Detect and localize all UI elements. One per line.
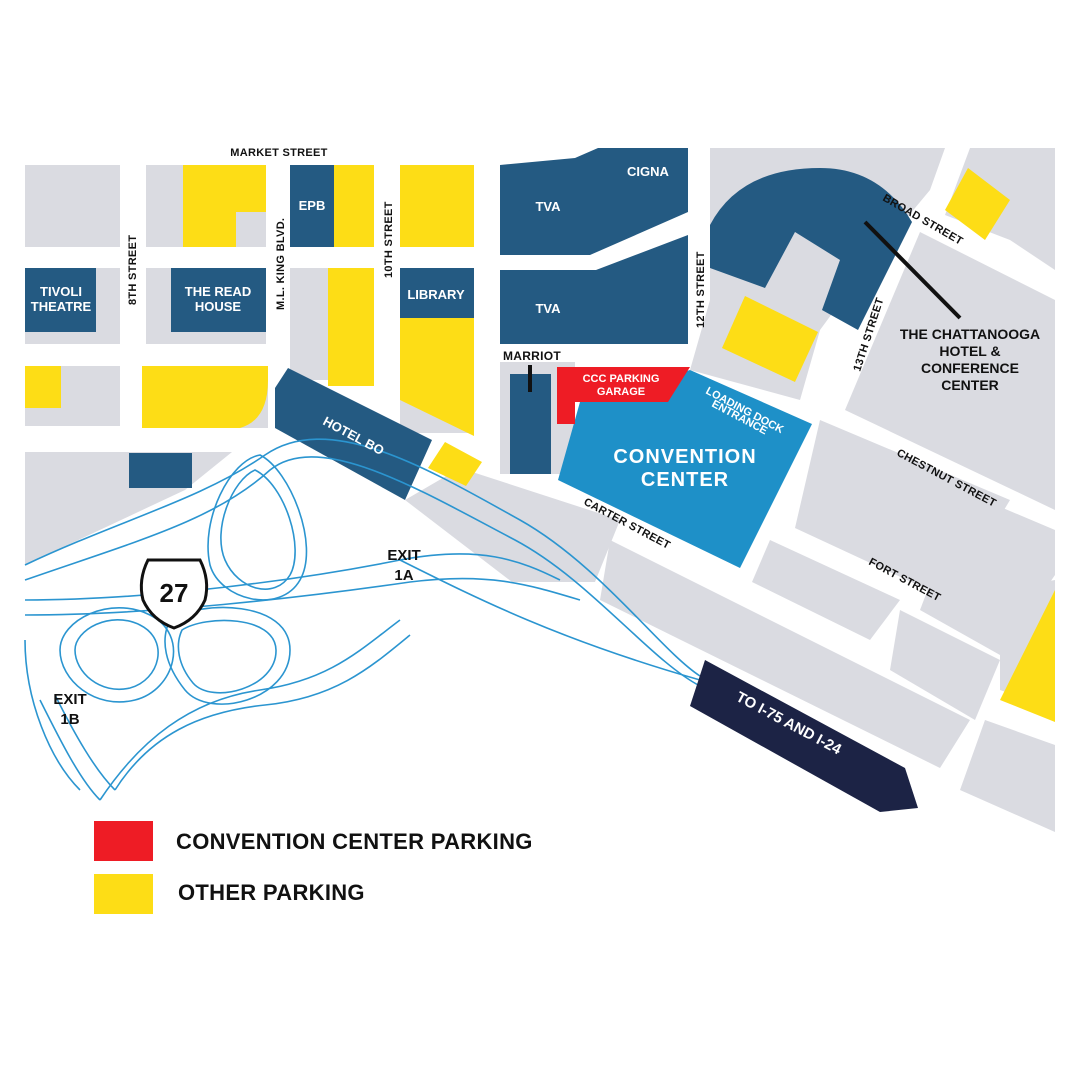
chattanooga-hotel: [710, 168, 912, 330]
convention-center-label-line1: CONVENTION: [613, 446, 756, 468]
legend-label-convention-parking: CONVENTION CENTER PARKING: [176, 829, 533, 854]
parking-lot: [428, 442, 482, 486]
exit-1b-number: 1B: [60, 711, 79, 728]
block: [25, 452, 232, 565]
street-12th: 12TH STREET: [695, 251, 707, 328]
tva-north-label: TVA: [535, 199, 561, 214]
street-market: MARKET STREET: [230, 147, 327, 159]
marriott-label: MARRIOT: [503, 349, 561, 363]
block: [890, 610, 1000, 720]
readhouse-label-line2: HOUSE: [195, 299, 242, 314]
shield-number: 27: [160, 578, 189, 608]
parking-lot: [400, 165, 474, 247]
block: [25, 165, 120, 247]
convention-center-label-line2: CENTER: [641, 469, 729, 491]
legend-swatch-convention-parking: [94, 821, 153, 861]
block: [405, 468, 620, 582]
small-building: [129, 453, 192, 488]
exit-1a-number: 1A: [394, 567, 413, 584]
the-read-house: [171, 268, 266, 332]
block: [960, 720, 1055, 832]
ccc-parking-garage: [557, 367, 690, 424]
street-8th: 8TH STREET: [127, 235, 139, 305]
chattanooga-hotel-label-line2: HOTEL &: [939, 343, 1000, 359]
chattanooga-hotel-label-line3: CONFERENCE: [921, 360, 1019, 376]
street-mlk: M.L. KING BLVD.: [275, 218, 287, 310]
exit-1a-label: EXIT: [387, 547, 420, 564]
chattanooga-hotel-label-line4: CENTER: [941, 377, 999, 393]
block: [845, 232, 1055, 510]
tivoli-theatre: [25, 268, 96, 332]
ccc-garage-label-line2: GARAGE: [597, 386, 645, 398]
tva-south-label: TVA: [535, 301, 561, 316]
block: [752, 540, 900, 640]
block: [600, 540, 970, 768]
tivoli-label-line2: THEATRE: [31, 299, 92, 314]
parking-lot: [334, 165, 374, 247]
hotel-pointer-line: [863, 220, 962, 320]
readhouse-label-line1: THE READ: [185, 284, 251, 299]
library-building: [400, 268, 474, 318]
exit-1b-label: EXIT: [53, 691, 86, 708]
chattanooga-hotel-label-line1: THE CHATTANOOGA: [900, 326, 1040, 342]
buildings: [25, 148, 912, 500]
parking-lot: [722, 296, 818, 382]
other-parking-areas: [25, 165, 1055, 722]
tva-building-south: [500, 235, 688, 344]
convention-center: [558, 370, 812, 568]
us-27-shield: 27: [139, 558, 209, 630]
library-label: LIBRARY: [407, 287, 465, 302]
highway-ramps: [24, 438, 701, 801]
epb-label: EPB: [299, 198, 326, 213]
parking-lot: [328, 268, 374, 386]
parking-lot: [400, 318, 474, 436]
ccc-garage-label-line1: CCC PARKING: [583, 373, 660, 385]
tivoli-label-line1: TIVOLI: [40, 284, 82, 299]
epb-building: [290, 165, 334, 247]
map-legend: CONVENTION CENTER PARKING OTHER PARKING: [94, 821, 533, 914]
legend-label-other-parking: OTHER PARKING: [178, 880, 365, 905]
parking-lot: [945, 168, 1010, 240]
street-10th: 10TH STREET: [383, 201, 395, 278]
legend-swatch-other-parking: [94, 874, 153, 914]
parking-lot: [142, 366, 268, 428]
parking-lot: [1000, 590, 1055, 722]
cigna-label: CIGNA: [627, 164, 670, 179]
highway-direction-arrow: [690, 660, 918, 812]
parking-lot: [25, 366, 61, 408]
hotel-bo: [275, 368, 432, 500]
parking-lot: [183, 165, 266, 247]
tva-building-north: [500, 148, 688, 255]
